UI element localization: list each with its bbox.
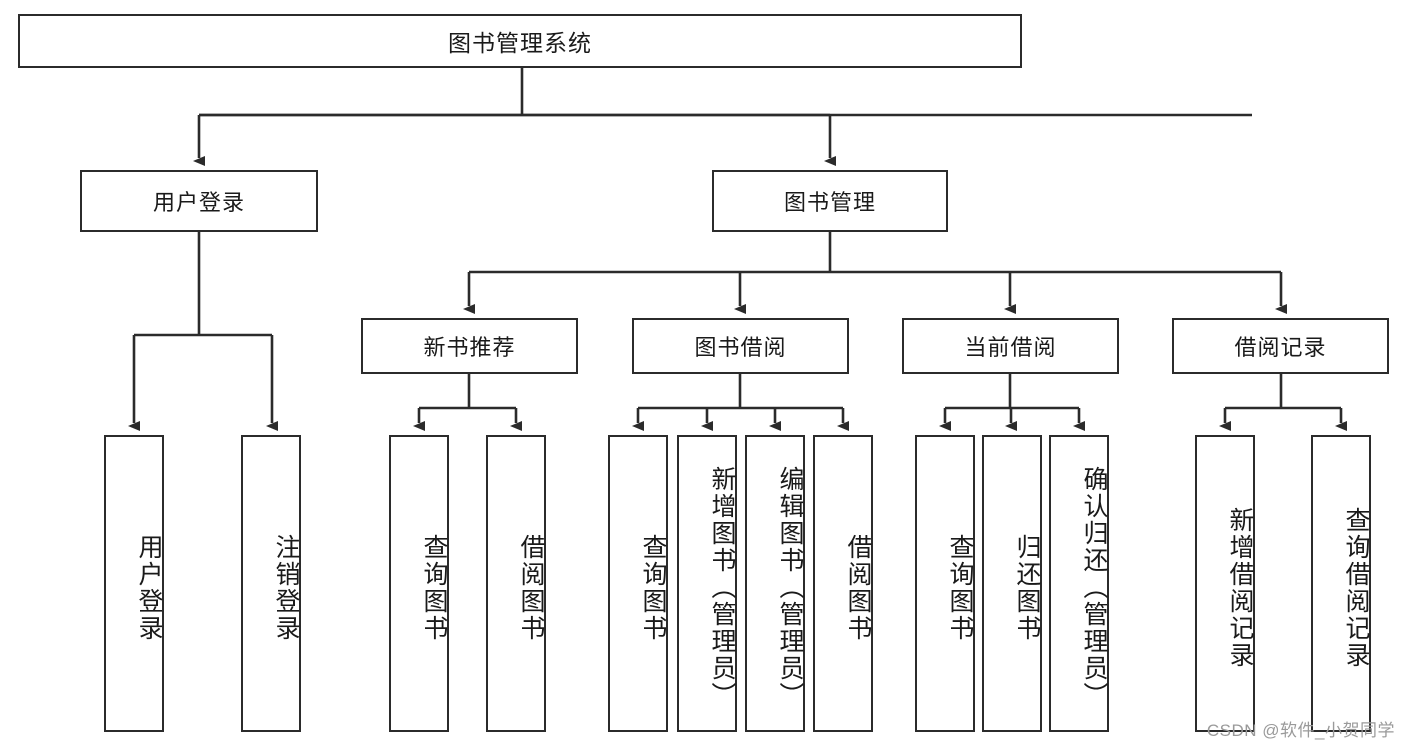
node-current-borrow[interactable]: 当前借阅 <box>902 318 1119 374</box>
node-book-management[interactable]: 图书管理 <box>712 170 948 232</box>
leaf-add-book-admin[interactable]: 新增图书（管理员） <box>677 435 737 732</box>
leaf-query-book-current[interactable]: 查询图书 <box>915 435 975 732</box>
leaf-borrow-book-recommend[interactable]: 借阅图书 <box>486 435 546 732</box>
node-new-book-recommend[interactable]: 新书推荐 <box>361 318 578 374</box>
node-borrow-record[interactable]: 借阅记录 <box>1172 318 1389 374</box>
leaf-user-login[interactable]: 用户登录 <box>104 435 164 732</box>
leaf-query-borrow-record[interactable]: 查询借阅记录 <box>1311 435 1371 732</box>
leaf-logout-login[interactable]: 注销登录 <box>241 435 301 732</box>
leaf-edit-book-admin[interactable]: 编辑图书（管理员） <box>745 435 805 732</box>
leaf-return-book[interactable]: 归还图书 <box>982 435 1042 732</box>
node-book-borrow[interactable]: 图书借阅 <box>632 318 849 374</box>
node-root-system[interactable]: 图书管理系统 <box>18 14 1022 68</box>
leaf-confirm-return-admin[interactable]: 确认归还（管理员） <box>1049 435 1109 732</box>
leaf-query-book-borrow[interactable]: 查询图书 <box>608 435 668 732</box>
leaf-borrow-book[interactable]: 借阅图书 <box>813 435 873 732</box>
leaf-query-book-recommend[interactable]: 查询图书 <box>389 435 449 732</box>
leaf-add-borrow-record[interactable]: 新增借阅记录 <box>1195 435 1255 732</box>
node-user-login[interactable]: 用户登录 <box>80 170 318 232</box>
csdn-watermark: CSDN @软件_小贺同学 <box>1206 721 1395 740</box>
